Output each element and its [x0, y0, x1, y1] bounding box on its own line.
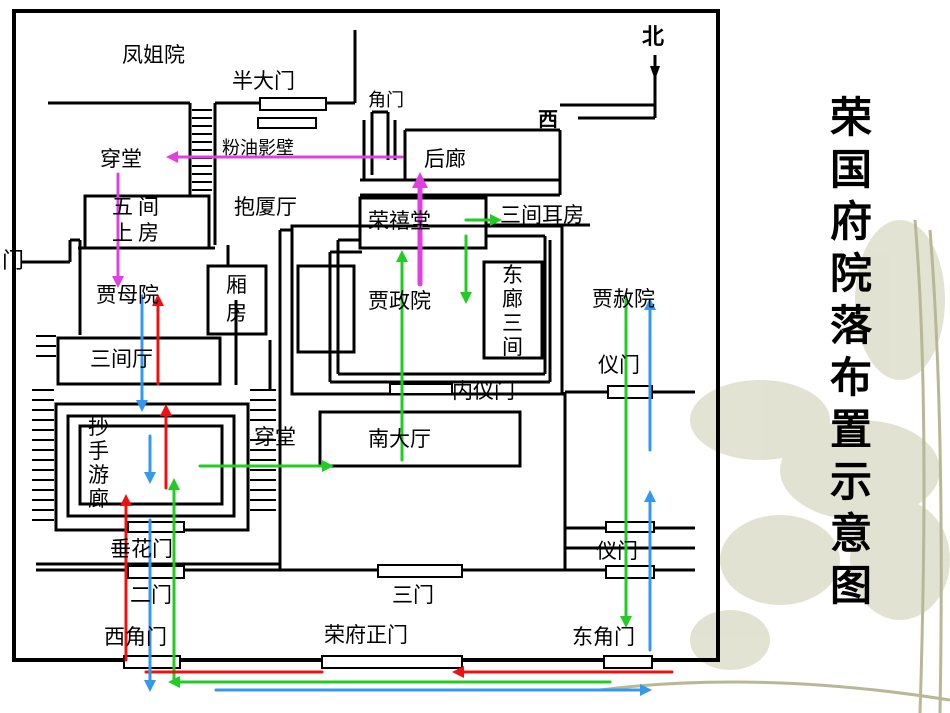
- label-rong-fu-zheng-men: 荣府正门: [324, 623, 408, 647]
- bamboo-stalk: [928, 229, 943, 713]
- arrowhead-left-icon: [452, 666, 464, 678]
- label-chui-hua-men: 垂花门: [110, 537, 173, 561]
- arrowhead-up-icon: [120, 494, 132, 506]
- label-yi-men-lower: 仪门: [596, 539, 638, 563]
- arrowhead-right-icon: [490, 214, 502, 226]
- title-character: 院: [829, 249, 872, 298]
- arrowheads: [112, 151, 656, 696]
- title-character: 府: [829, 197, 872, 246]
- label-dong-jiao-men: 东角门: [572, 625, 635, 649]
- arrowhead-up-icon: [644, 298, 656, 310]
- label-jia-mu-yuan: 贾母院: [96, 283, 159, 307]
- arrowhead-right-icon: [322, 460, 334, 472]
- label-jia-she-yuan: 贾赦院: [592, 287, 655, 311]
- label-jiao-men-top: 角门: [368, 90, 404, 111]
- hatched-walls: [32, 109, 276, 521]
- arrowhead-left-icon: [166, 151, 178, 163]
- compass-indicator: [578, 55, 657, 120]
- title-character: 意: [829, 509, 872, 558]
- label-nan-da-ting: 南大厅: [368, 427, 431, 451]
- label-rong-xi-tang: 荣禧堂: [368, 209, 431, 233]
- title-character: 置: [829, 405, 872, 454]
- label-north: 北: [642, 25, 664, 50]
- arrowhead-down-icon: [460, 292, 472, 304]
- arrowhead-up-icon: [396, 250, 408, 262]
- vertical-labels: 五间上房 厢房 东廊三间 抄手游廊: [88, 195, 523, 511]
- arrowhead-right-icon: [640, 684, 652, 696]
- bamboo-leaf-shape: [720, 515, 840, 605]
- arrowhead-up-icon: [644, 490, 656, 502]
- compass-arrow-icon: [650, 66, 660, 80]
- bamboo-leaf-shape: [690, 610, 770, 670]
- arrowhead-down-icon: [620, 616, 632, 628]
- bamboo-leaf-shape: [690, 380, 830, 460]
- label-dong-lang-san-jian: 东廊三间: [502, 263, 523, 359]
- title-character: 国: [829, 145, 872, 194]
- label-san-men: 三门: [392, 583, 434, 607]
- label-bao-xia-ting: 抱厦厅: [234, 195, 297, 219]
- label-san-jian-ting: 三间厅: [90, 347, 153, 371]
- label-ban-da-men: 半大门: [232, 69, 295, 93]
- label-feng-jie-yuan: 凤姐院: [122, 43, 185, 67]
- label-cut-left: 门: [2, 249, 24, 274]
- label-wu-jian-shang-fang: 五间上房: [112, 195, 159, 245]
- label-er-men: 二门: [130, 583, 172, 607]
- label-nei-yi-men: 内仪门: [452, 379, 515, 403]
- arrowhead-up-icon: [412, 172, 428, 188]
- route-arrows: [116, 155, 674, 692]
- title-character: 布: [829, 353, 872, 402]
- label-xi-jiao-men: 西角门: [104, 625, 167, 649]
- label-yi-men-upper: 仪门: [598, 353, 640, 377]
- label-hou-lang: 后廊: [424, 147, 466, 171]
- arrowhead-up-icon: [152, 294, 164, 306]
- plan-labels: 凤姐院 半大门 角门 北 西 穿堂 粉油影壁 后廊 抱厦厅 荣禧堂 三间耳房 门…: [2, 25, 664, 649]
- arrowhead-down-icon: [136, 400, 148, 412]
- label-san-jian-er-fang: 三间耳房: [500, 203, 584, 227]
- label-chuan-tang-mid: 穿堂: [254, 425, 296, 449]
- label-chaoshou-youlang: 抄手游廊: [88, 415, 109, 511]
- label-xiang-fang: 厢房: [226, 273, 247, 325]
- title-character: 示: [829, 457, 872, 506]
- title-character: 落: [829, 301, 872, 350]
- arrowhead-left-icon: [168, 676, 180, 688]
- arrowhead-down-icon: [144, 680, 156, 692]
- label-west: 西: [538, 107, 558, 131]
- title-character: 荣: [829, 93, 872, 142]
- arrowhead-down-icon: [144, 472, 156, 484]
- label-chuan-tang-top: 穿堂: [100, 147, 142, 171]
- arrowhead-down-icon: [112, 276, 124, 288]
- arrowhead-up-icon: [160, 404, 172, 416]
- title-character: 图: [829, 561, 872, 610]
- gate-blocks: [123, 97, 655, 669]
- bamboo-leaf-shape: [780, 420, 940, 520]
- bamboo-stalk: [913, 219, 926, 713]
- label-jia-zheng-yuan: 贾政院: [368, 289, 431, 313]
- page-title: 荣国府院落布置示意图: [820, 92, 882, 612]
- label-fen-you-ying-bi: 粉油影壁: [222, 138, 294, 159]
- arrowhead-up-icon: [168, 478, 180, 490]
